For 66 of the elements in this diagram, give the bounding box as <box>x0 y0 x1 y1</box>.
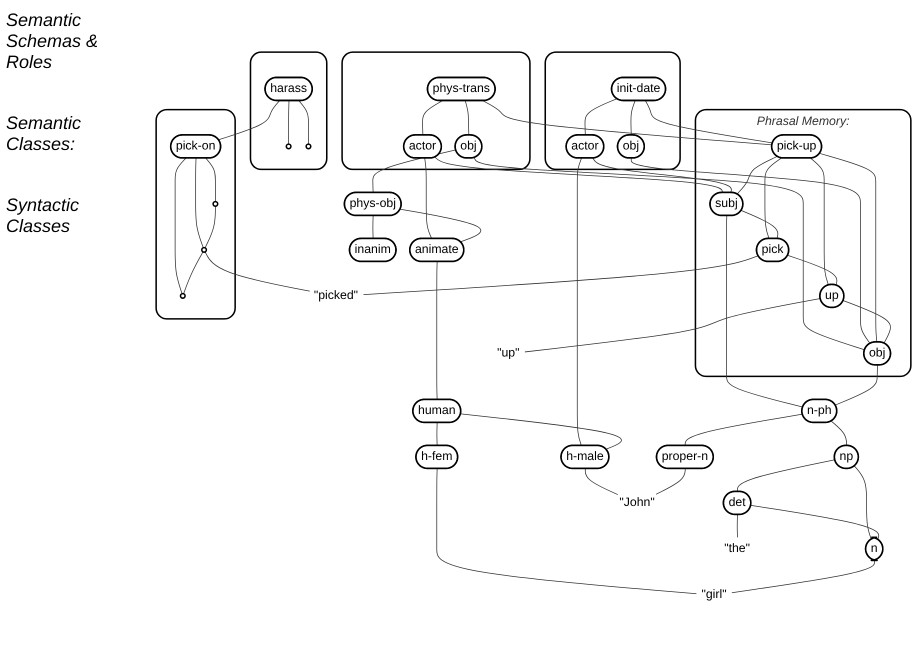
connector <box>819 153 878 343</box>
cluster <box>694 109 912 378</box>
connector <box>460 414 622 450</box>
connector <box>436 422 438 446</box>
connector <box>741 210 778 240</box>
connector <box>372 216 374 240</box>
connector <box>737 460 836 492</box>
node-circle <box>305 144 312 150</box>
connector <box>830 421 848 446</box>
connector <box>656 468 686 495</box>
node-text: "John" <box>619 496 655 510</box>
connector <box>810 158 829 286</box>
connector <box>436 468 698 594</box>
connector <box>736 514 738 538</box>
connector <box>630 158 871 344</box>
connector <box>204 206 216 248</box>
connector <box>206 158 216 202</box>
connector <box>424 158 432 240</box>
connector <box>726 216 804 408</box>
node-text: "up" <box>497 346 520 360</box>
graph-drawing: Phrasal Memory: phys-trans actor obj init-date actor obj harass phys-obj inanim animate human h-fem h-male pick-up subj pick up obj pick-on n-ph proper-n np det n "John" "picked" "up" "the" "girl" <box>150 46 917 613</box>
section-label: Semantic Schemas & Roles <box>6 10 100 73</box>
connector <box>524 298 821 353</box>
connector <box>422 100 443 136</box>
cluster <box>250 52 328 170</box>
connector <box>482 100 773 146</box>
connector <box>736 156 778 195</box>
connector <box>764 158 782 240</box>
connector <box>834 365 878 406</box>
connector <box>576 158 582 446</box>
connector <box>183 252 204 294</box>
node-text: "girl" <box>701 588 727 602</box>
cluster <box>544 52 681 170</box>
connector <box>218 100 280 140</box>
connector <box>174 158 186 294</box>
node-circle <box>286 144 292 150</box>
connector <box>298 100 309 145</box>
node-text: "the" <box>724 542 750 556</box>
section-label: Syntactic Classes <box>6 195 80 237</box>
connector <box>630 100 636 136</box>
section-label: Semantic Classes: <box>6 113 82 155</box>
connector <box>584 98 618 136</box>
connector <box>434 157 724 194</box>
connector <box>195 158 204 248</box>
node-text: "picked" <box>314 289 358 302</box>
cluster <box>341 52 531 170</box>
connector <box>645 100 774 144</box>
connector <box>204 252 311 292</box>
connector <box>787 255 838 286</box>
node-circle <box>180 293 186 300</box>
connector <box>436 262 438 400</box>
cluster <box>155 109 236 320</box>
connector <box>400 209 482 243</box>
connector <box>474 158 866 350</box>
connector <box>288 100 290 145</box>
connector <box>750 505 880 540</box>
connector <box>842 300 891 344</box>
connector <box>584 468 619 496</box>
connector <box>592 158 732 194</box>
connector <box>731 560 875 594</box>
connector <box>854 466 872 540</box>
node-circle <box>212 201 218 208</box>
connector <box>684 414 803 446</box>
connector <box>464 100 470 136</box>
connector <box>363 256 759 296</box>
node-circle <box>201 247 208 254</box>
